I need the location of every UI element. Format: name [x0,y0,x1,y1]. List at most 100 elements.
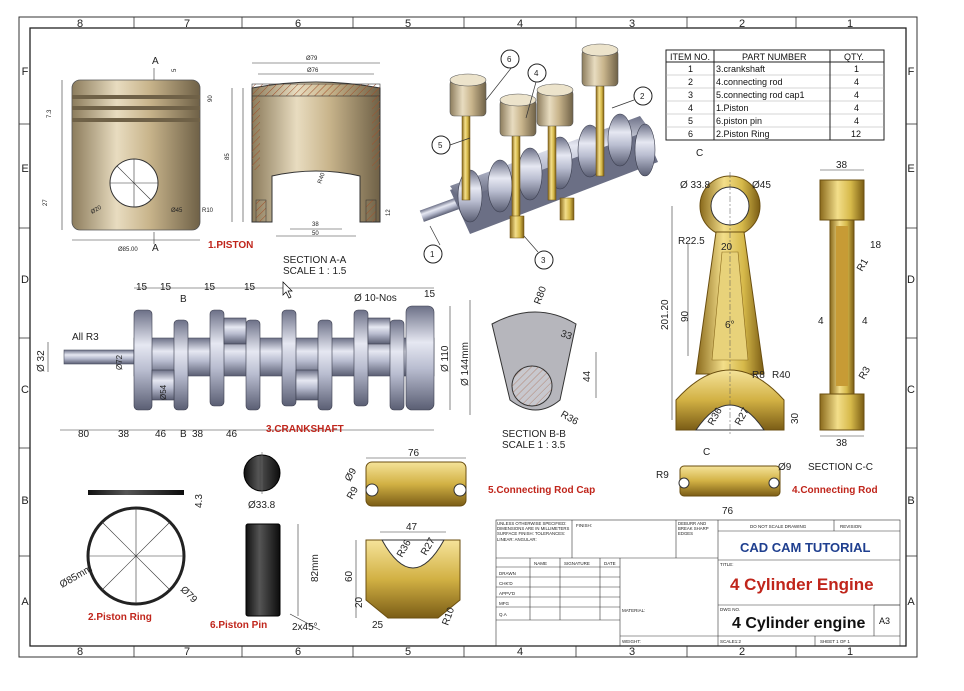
piston-pin-view [243,452,321,631]
piston-dim-height: 90 [208,95,214,102]
section-bb-view [491,311,597,411]
crank-dim-d72: Ø72 [115,354,124,370]
tb-deburr: DEBURR AND BREAK SHARP EDGES [678,521,709,537]
crank-dim-46-a: 46 [155,429,167,440]
grid-col-bottom-3: 6 [295,646,301,658]
bom-header-part: PART NUMBER [742,52,807,62]
grid-row-right-5: B [907,495,914,507]
bom-row-5-qty: 4 [854,116,859,126]
tb-row-mfg: MFG [499,601,509,606]
grid-col-bottom-1: 8 [77,646,83,658]
piston-dim-12: 12 [386,209,392,216]
rod-bottom-76: 76 [722,506,734,517]
tb-revision: REVISION [840,524,862,529]
rod-bottom-view [678,465,781,497]
grid-row-right-4: C [907,384,915,396]
grid-col-bottom-2: 7 [184,646,190,658]
bom-row-2-part: 4.connecting rod [716,77,783,87]
bom-row-5-item: 5 [688,116,693,126]
bom-row-4-item: 4 [688,103,693,113]
tb-dwg-number: 4 Cylinder engine [732,615,865,632]
section-bb-44: 44 [582,370,593,382]
piston-section-scale: SCALE 1 : 1.5 [283,266,347,277]
crankshaft-label: 3.CRANKSHAFT [266,424,344,435]
grid-col-bottom-4: 5 [405,646,411,658]
section-bb-r80: R80 [532,285,549,306]
crank-section-marker-top: B [180,294,187,305]
piston-section-title: SECTION A-A [283,255,347,266]
tb-col-name: NAME [534,561,547,566]
crankshaft-view [47,287,471,431]
piston-section-marker-bottom: A [152,243,159,254]
piston-label: 1.PISTON [208,240,253,251]
tb-size: A3 [879,616,890,626]
crank-dim-15-a: 15 [136,282,148,293]
piston-section-view [231,62,381,237]
rod-dim-r225: R22.5 [678,236,705,247]
piston-dim-h85: 85 [225,153,231,160]
piston-dim-d45: Ø45 [171,208,183,214]
rod-cc-dim-4-b: 4 [862,316,868,327]
grid-col-bottom-5: 4 [517,646,523,658]
piston-ring-view [86,490,186,606]
grid-row-left-1: F [22,66,29,78]
section-bb-33: 33 [559,328,574,342]
rod-dim-20: 20 [721,242,733,253]
grid-col-top-1: 8 [77,18,83,30]
tb-weight: WEIGHT: [622,639,641,644]
rod-dim-r40: R40 [772,370,791,381]
grid-col-top-3: 6 [295,18,301,30]
grid-col-top-2: 7 [184,18,190,30]
grid-col-top-6: 3 [629,18,635,30]
balloon-1: 1 [430,250,435,259]
grid-row-left-5: B [21,495,28,507]
rod-cc-dim-r3: R3 [857,365,873,382]
rod-cc-dim-4-a: 4 [818,316,824,327]
piston-dim-d76: Ø76 [307,68,319,74]
inner-border [29,27,907,647]
piston-dim-diameter: Ø85.00 [118,247,138,253]
crank-dim-38-a: 38 [118,429,130,440]
rod-cc-dim-r1: R1 [855,257,871,274]
bom-row-4-qty: 4 [854,103,859,113]
crank-dim-15-d: 15 [244,282,256,293]
rod-bottom-r9: R9 [656,470,669,481]
tb-finish: FINISH: [576,523,592,528]
rod-cap-top-view [365,457,467,507]
rod-dim-20120: 201.20 [660,299,671,330]
rod-dim-30: 30 [790,412,801,424]
rod-section-marker-top: C [696,148,703,159]
bom-row-6-qty: 12 [851,129,861,139]
rodcap-dim-25: 25 [372,620,384,631]
bom-row-1-qty: 1 [854,64,859,74]
rod-section-cc-title: SECTION C-C [808,462,873,473]
rod-dim-d45: Ø45 [752,180,771,191]
bom-row-3-qty: 4 [854,90,859,100]
crank-dim-d32: Ø 32 [36,350,47,372]
rodcap-dim-76: 76 [408,448,420,459]
rod-section-cc-view [819,169,865,437]
crank-dim-46-b: 46 [226,429,238,440]
tb-deburr-box: DEBURR AND BREAK SHARP EDGES [678,521,709,537]
rod-section-marker-bottom: C [703,447,710,458]
bom-row-6-item: 6 [688,129,693,139]
bom-row-1-part: 3.crankshaft [716,64,766,74]
piston-front-view [61,68,201,244]
tb-sheet: SHEET 1 OF 1 [820,639,850,644]
section-bb-scale: SCALE 1 : 3.5 [502,440,566,451]
grid-row-left-6: A [21,596,29,608]
rod-bottom-d9: Ø9 [778,462,792,473]
tb-row-appvd: APPV'D [499,591,516,596]
bom-row-2-item: 2 [688,77,693,87]
rodcap-dim-47: 47 [406,522,418,533]
rod-cap-front-view [355,531,461,619]
balloon-4: 4 [534,69,539,78]
rodcap-dim-60: 60 [344,570,355,582]
piston-dim-d79: Ø79 [306,56,318,62]
grid-ticks [19,17,917,657]
rod-cc-dim-38-top: 38 [836,160,848,171]
crank-dim-80: 80 [78,429,90,440]
piston-dim-w50: 50 [312,231,319,237]
grid-row-right-3: D [907,274,915,286]
